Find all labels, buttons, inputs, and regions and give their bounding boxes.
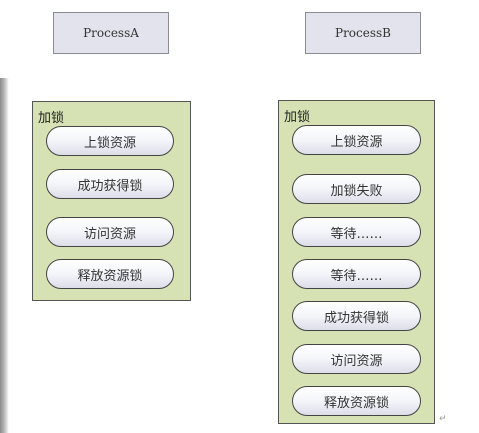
process-b-lock-box: 加锁 上锁资源 加锁失败 等待…… 等待…… 成功获得锁 访问资源 释放资源锁 [278,100,435,424]
paragraph-return-mark: ↵ [439,414,447,424]
process-b-step-lock-acquired: 成功获得锁 [292,301,421,331]
process-b-header: ProcessB [305,12,421,54]
process-a-lock-label: 加锁 [38,111,65,126]
process-a-step-lock-acquired: 成功获得锁 [46,169,174,199]
process-b-step-access-resource: 访问资源 [292,344,421,374]
process-b-step-release-lock: 释放资源锁 [292,386,421,416]
process-b-lock-label: 加锁 [284,110,311,125]
process-b-step-wait-2: 等待…… [292,259,421,289]
process-a-step-access-resource: 访问资源 [46,217,174,247]
process-b-step-lock-failed: 加锁失败 [292,174,421,204]
process-b-step-lock-resource: 上锁资源 [292,125,421,155]
process-b-step-wait-1: 等待…… [292,217,421,247]
process-a-step-release-lock: 释放资源锁 [46,259,174,289]
process-a-step-lock-resource: 上锁资源 [46,126,174,156]
process-a-lock-box: 加锁 上锁资源 成功获得锁 访问资源 释放资源锁 [32,101,191,301]
process-a-header: ProcessA [53,12,169,54]
left-edge-shadow [0,78,9,433]
